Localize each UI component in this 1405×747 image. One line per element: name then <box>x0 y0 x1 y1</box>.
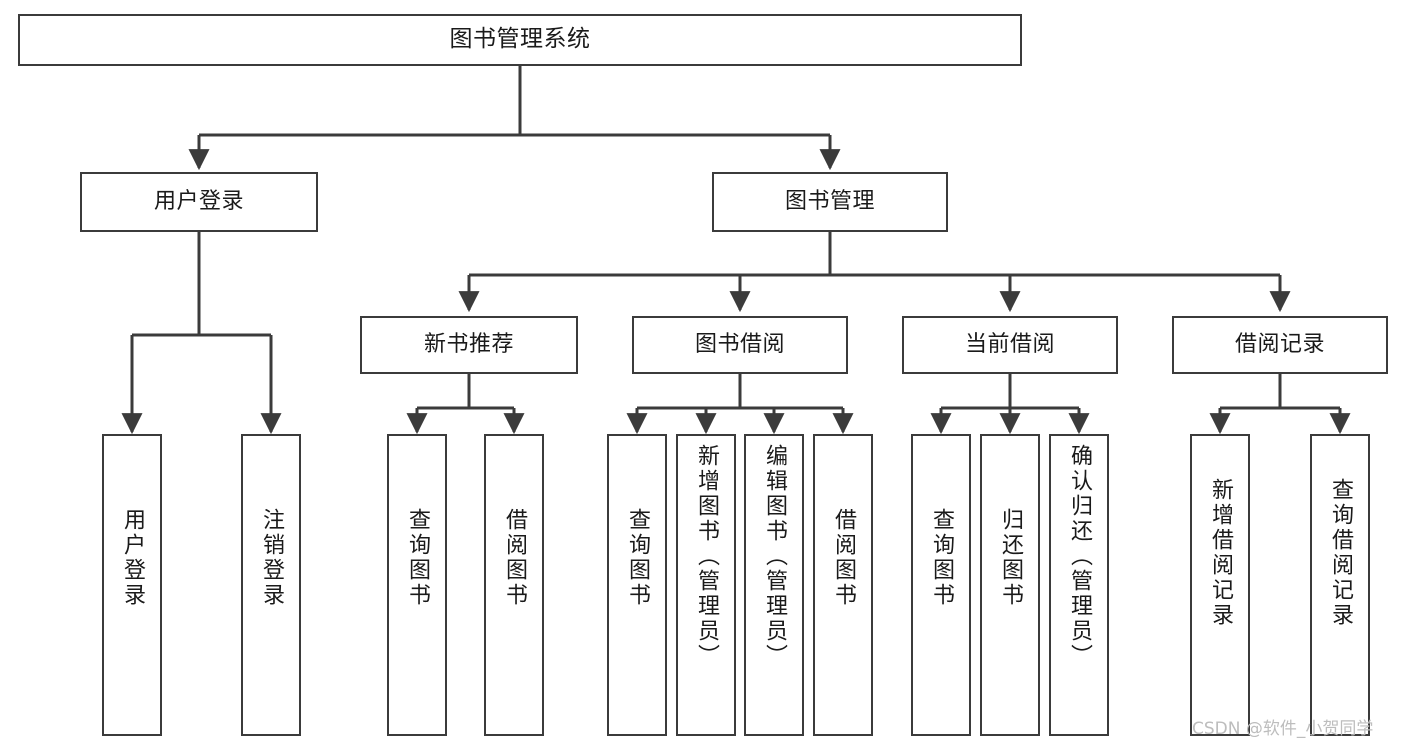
node-current-borrow[interactable]: 当前借阅 <box>902 316 1118 374</box>
leaf-query-book-2[interactable]: 查询图书 <box>607 434 667 736</box>
leaf-add-record[interactable]: 新增借阅记录 <box>1190 434 1250 736</box>
leaf-logout-label: 注销登录 <box>259 508 284 608</box>
leaf-confirm-return-label: 确认归还（管理员） <box>1067 444 1092 669</box>
leaf-add-book[interactable]: 新增图书（管理员） <box>676 434 736 736</box>
node-new-book-recommend-label: 新书推荐 <box>423 332 514 358</box>
leaf-borrow-book-1-label: 借阅图书 <box>502 508 527 608</box>
leaf-query-book-1[interactable]: 查询图书 <box>387 434 447 736</box>
leaf-query-record[interactable]: 查询借阅记录 <box>1310 434 1370 736</box>
csdn-watermark: CSDN @软件_小贺同学 <box>1192 719 1374 739</box>
leaf-borrow-book-2[interactable]: 借阅图书 <box>813 434 873 736</box>
node-root[interactable]: 图书管理系统 <box>18 14 1022 66</box>
node-book-borrow-label: 图书借阅 <box>694 332 785 358</box>
node-book-manage-label: 图书管理 <box>784 189 875 215</box>
leaf-edit-book-label: 编辑图书（管理员） <box>762 444 787 669</box>
node-borrow-record-label: 借阅记录 <box>1234 332 1325 358</box>
leaf-confirm-return[interactable]: 确认归还（管理员） <box>1049 434 1109 736</box>
leaf-user-login[interactable]: 用户登录 <box>102 434 162 736</box>
leaf-borrow-book-1[interactable]: 借阅图书 <box>484 434 544 736</box>
leaf-return-book-label: 归还图书 <box>998 508 1023 608</box>
node-borrow-record[interactable]: 借阅记录 <box>1172 316 1388 374</box>
node-current-borrow-label: 当前借阅 <box>964 332 1055 358</box>
node-new-book-recommend[interactable]: 新书推荐 <box>360 316 578 374</box>
leaf-query-book-2-label: 查询图书 <box>625 508 650 608</box>
node-user-login-label: 用户登录 <box>153 189 244 215</box>
leaf-logout[interactable]: 注销登录 <box>241 434 301 736</box>
leaf-query-book-3-label: 查询图书 <box>929 508 954 608</box>
node-root-label: 图书管理系统 <box>449 26 591 53</box>
leaf-user-login-label: 用户登录 <box>120 508 145 608</box>
leaf-add-record-label: 新增借阅记录 <box>1208 478 1233 628</box>
leaf-return-book[interactable]: 归还图书 <box>980 434 1040 736</box>
node-book-borrow[interactable]: 图书借阅 <box>632 316 848 374</box>
leaf-borrow-book-2-label: 借阅图书 <box>831 508 856 608</box>
leaf-query-book-3[interactable]: 查询图书 <box>911 434 971 736</box>
node-book-manage[interactable]: 图书管理 <box>712 172 948 232</box>
leaf-query-book-1-label: 查询图书 <box>405 508 430 608</box>
leaf-query-record-label: 查询借阅记录 <box>1328 478 1353 628</box>
node-user-login[interactable]: 用户登录 <box>80 172 318 232</box>
leaf-edit-book[interactable]: 编辑图书（管理员） <box>744 434 804 736</box>
leaf-add-book-label: 新增图书（管理员） <box>694 444 719 669</box>
